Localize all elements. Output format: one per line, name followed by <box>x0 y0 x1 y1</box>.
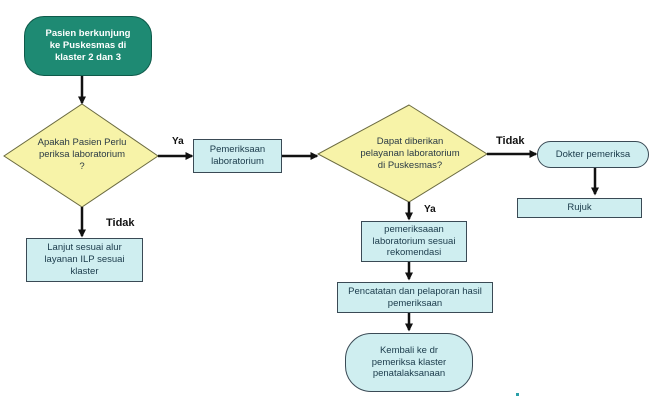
edge-label-d2-no: Tidak <box>496 135 525 147</box>
lab-exam-node: Pemeriksaan laboratorium <box>193 139 282 173</box>
doctor-node: Dokter pemeriksa <box>537 141 649 168</box>
decision-2-node: Dapat diberikan pelayanan laboratorium d… <box>358 127 462 181</box>
lab-recommend-text: pemeriksaaan laboratorium sesuai rekomen… <box>372 223 456 259</box>
lab-exam-text: Pemeriksaan laboratorium <box>209 144 266 167</box>
decorative-dot <box>516 393 519 396</box>
lab-recommend-node: pemeriksaaan laboratorium sesuai rekomen… <box>361 221 467 262</box>
referral-node: Rujuk <box>517 198 642 218</box>
continue-ilp-node: Lanjut sesuai alur layanan ILP sesuai kl… <box>26 238 143 282</box>
start-node-text: Pasien berkunjung ke Puskesmas di klaste… <box>45 28 131 63</box>
doctor-text: Dokter pemeriksa <box>555 148 631 160</box>
recording-node: Pencatatan dan pelaporan hasil pemeriksa… <box>337 282 493 313</box>
edge-label-d1-yes: Ya <box>172 136 184 147</box>
referral-text: Rujuk <box>567 202 592 214</box>
continue-ilp-text: Lanjut sesuai alur layanan ILP sesuai kl… <box>44 242 125 277</box>
decision-2-text: Dapat diberikan pelayanan laboratorium d… <box>360 136 460 171</box>
edge-label-d2-yes: Ya <box>424 204 436 215</box>
edge-label-d1-no: Tidak <box>106 217 135 229</box>
return-text: Kembali ke dr pemeriksa klaster penatala… <box>371 344 447 380</box>
decision-1-text: Apakah Pasien Perlu periksa laboratorium… <box>37 137 127 172</box>
recording-text: Pencatatan dan pelaporan hasil pemeriksa… <box>348 285 482 309</box>
decision-1-node: Apakah Pasien Perlu periksa laboratorium… <box>36 130 128 180</box>
start-node: Pasien berkunjung ke Puskesmas di klaste… <box>24 16 152 76</box>
return-node: Kembali ke dr pemeriksa klaster penatala… <box>345 333 473 392</box>
